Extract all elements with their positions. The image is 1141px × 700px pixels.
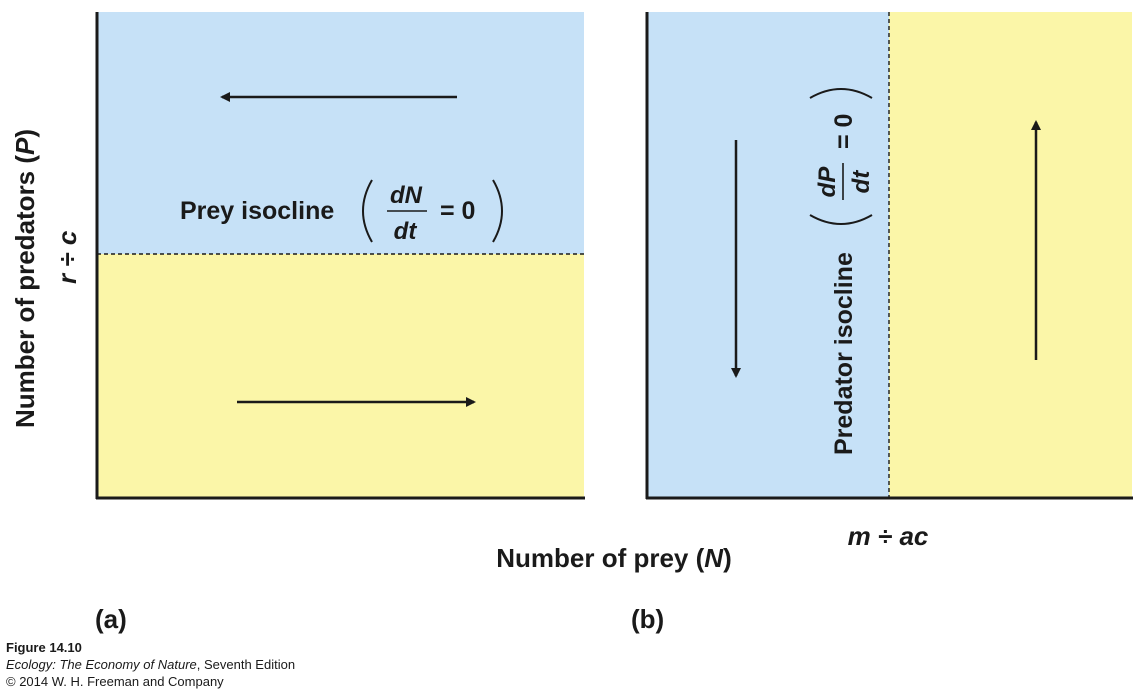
- y-axis-title-prefix: Number of predators (: [10, 155, 40, 428]
- x-axis-title: Number of prey (N): [496, 543, 731, 573]
- y-axis-title-symbol: P: [10, 137, 40, 155]
- panel-b-prey-high-region: [889, 12, 1132, 498]
- panel-b-left-paren: [809, 214, 873, 225]
- y-axis-title: Number of predators (P): [10, 129, 40, 428]
- figure-number: Figure 14.10: [6, 640, 82, 655]
- y-axis-title-group: Number of predators (P): [10, 129, 40, 428]
- x-axis-title-symbol: N: [704, 543, 724, 573]
- panel-b-threshold-label: m ÷ ac: [848, 521, 929, 551]
- figure-copyright: © 2014 W. H. Freeman and Company: [6, 674, 224, 689]
- book-edition: , Seventh Edition: [196, 657, 296, 672]
- panel-a-equals-zero: = 0: [440, 197, 475, 225]
- panel-a-derivative-denominator: dt: [394, 218, 418, 245]
- figure-caption: Figure 14.10 Ecology: The Economy of Nat…: [6, 640, 295, 689]
- y-axis-title-suffix: ): [10, 129, 40, 138]
- panel-a-isocline-label: Prey isocline: [180, 197, 334, 225]
- panel-b-derivative-denominator: dt: [848, 170, 875, 194]
- x-axis-title-prefix: Number of prey (: [496, 543, 704, 573]
- panel-a-predator-high-region: [97, 12, 584, 254]
- panel-b-label: (b): [631, 604, 664, 634]
- panel-b-equals-zero: = 0: [830, 114, 858, 149]
- book-title: Ecology: The Economy of Nature: [6, 657, 197, 672]
- panel-b-derivative-numerator: dP: [814, 166, 841, 198]
- panel-b-right-paren: [809, 88, 873, 99]
- figure-source: Ecology: The Economy of Nature, Seventh …: [6, 657, 295, 672]
- panel-a-threshold-label: r ÷ c: [52, 230, 82, 284]
- panel-a-left-paren: [362, 179, 373, 243]
- panel-a-label: (a): [95, 604, 127, 634]
- panel-b-isocline-label-group: Predator isocline dP dt = 0: [809, 88, 875, 455]
- panel-b-prey-low-region: [647, 12, 889, 498]
- panel-a-threshold-group: r ÷ c: [52, 230, 82, 284]
- panel-a-predator-low-region: [97, 254, 584, 498]
- panel-a-right-paren: [492, 179, 503, 243]
- panel-a-derivative-numerator: dN: [390, 182, 423, 209]
- x-axis-title-suffix: ): [723, 543, 732, 573]
- panel-b-isocline-label: Predator isocline: [830, 252, 858, 455]
